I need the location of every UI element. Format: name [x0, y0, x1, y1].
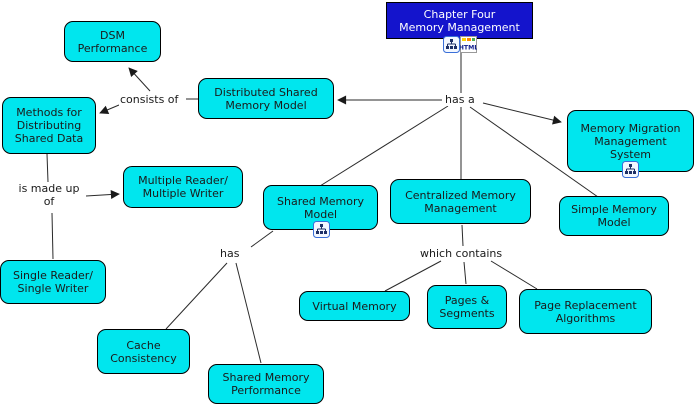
link-shared-memory-model-to-has[interactable]: [250, 230, 274, 248]
cmap-resource-icon[interactable]: [313, 221, 330, 238]
node-label: Cache Consistency: [110, 338, 177, 365]
node-label: Distributed Shared Memory Model: [214, 85, 318, 112]
link-label-is-made-up-of[interactable]: is made up of: [12, 182, 86, 208]
node-cache-consistency[interactable]: Cache Consistency: [97, 329, 190, 374]
node-simple-memory-model[interactable]: Simple Memory Model: [559, 196, 669, 236]
link-has-a-to-memory-migration[interactable]: [482, 102, 562, 125]
link-which-contains-to-pages-segments[interactable]: [463, 261, 467, 285]
cmap-resource-icon[interactable]: [622, 161, 639, 178]
link-label-has[interactable]: has: [219, 247, 241, 260]
node-pages-and-segments[interactable]: Pages & Segments: [427, 285, 507, 329]
node-centralized-memory-management[interactable]: Centralized Memory Management: [390, 179, 531, 224]
node-shared-memory-performance[interactable]: Shared Memory Performance: [208, 364, 324, 404]
node-label: Multiple Reader/ Multiple Writer: [138, 174, 228, 200]
node-virtual-memory[interactable]: Virtual Memory: [299, 291, 410, 321]
link-is-made-up-of-to-multiple-reader-writer[interactable]: [85, 189, 120, 199]
node-label: Shared Memory Performance: [222, 371, 310, 397]
node-label: Methods for Distributing Shared Data: [14, 106, 84, 145]
link-has-to-shared-memory-performance[interactable]: [235, 262, 262, 364]
node-label: Centralized Memory Management: [405, 188, 516, 215]
link-label-has-a[interactable]: has a: [444, 93, 476, 106]
node-methods-for-distributing-shared-data[interactable]: Methods for Distributing Shared Data: [2, 97, 96, 154]
link-consists-of-to-dsm-performance[interactable]: [128, 67, 151, 92]
link-which-contains-to-virtual-memory[interactable]: [384, 260, 442, 292]
link-has-a-to-shared-memory-model[interactable]: [319, 105, 449, 187]
node-multiple-reader-multiple-writer[interactable]: Multiple Reader/ Multiple Writer: [123, 166, 243, 208]
node-dsm-performance[interactable]: DSM Performance: [64, 21, 161, 62]
node-chapter-four-memory-management[interactable]: Chapter Four Memory Management: [386, 2, 533, 39]
node-label: Virtual Memory: [312, 299, 397, 313]
link-methods-to-is-made-up-of[interactable]: [46, 153, 49, 183]
link-has-to-cache-consistency[interactable]: [165, 262, 228, 330]
cmap-resource-icon[interactable]: [443, 36, 460, 53]
link-consists-of-to-methods[interactable]: [99, 104, 120, 115]
node-label: Page Replacement Algorithms: [534, 298, 637, 325]
node-label: DSM Performance: [77, 28, 148, 55]
svg-text:HTML: HTML: [460, 45, 477, 52]
link-label-consists-of[interactable]: consists of: [119, 93, 180, 106]
node-label: Simple Memory Model: [571, 203, 657, 229]
link-has-a-to-simple-memory-model[interactable]: [469, 106, 599, 198]
link-label-which-contains[interactable]: which contains: [419, 247, 504, 260]
link-is-made-up-of-to-single-reader-writer[interactable]: [51, 212, 54, 260]
html-resource-icon[interactable]: HTML: [460, 36, 477, 53]
node-label: Shared Memory Model: [277, 194, 364, 221]
node-distributed-shared-memory-model[interactable]: Distributed Shared Memory Model: [198, 78, 334, 119]
node-label: Pages & Segments: [439, 294, 495, 320]
node-label: Chapter Four Memory Management: [399, 7, 520, 34]
node-label: Single Reader/ Single Writer: [13, 269, 93, 295]
node-page-replacement-algorithms[interactable]: Page Replacement Algorithms: [519, 289, 652, 334]
node-single-reader-single-writer[interactable]: Single Reader/ Single Writer: [0, 260, 106, 304]
link-cmm-to-which-contains[interactable]: [461, 224, 464, 247]
link-which-contains-to-page-replacement[interactable]: [490, 260, 538, 290]
node-label: Memory Migration Management System: [580, 121, 681, 161]
